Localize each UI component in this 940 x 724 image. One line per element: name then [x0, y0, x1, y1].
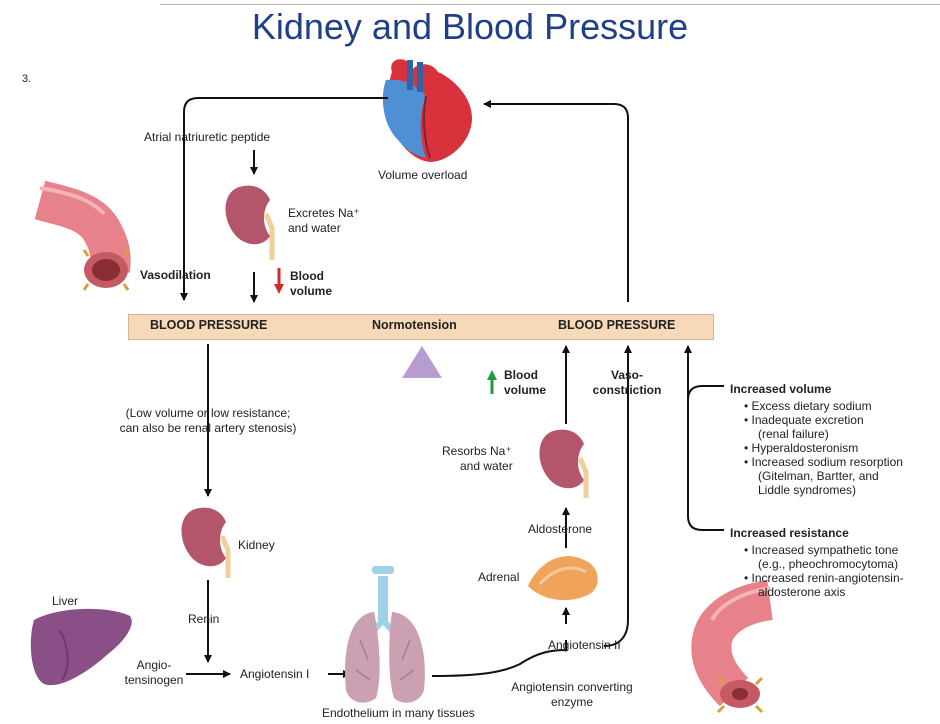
adrenal-icon	[528, 556, 598, 600]
high-bp-to-heart-arrow	[484, 104, 628, 302]
vessel-dilated-icon	[40, 188, 128, 290]
adrenal-label: Adrenal	[478, 570, 519, 585]
aldosterone-label: Aldosterone	[528, 522, 592, 537]
kidney-label: Kidney	[238, 538, 275, 553]
low-cause-line2: can also be renal artery stenosis)	[88, 421, 328, 436]
liver-icon	[31, 609, 132, 685]
excretes-line2: and water	[288, 221, 341, 236]
blood-volume-low-line1: Blood	[290, 269, 324, 284]
normotension-label: Normotension	[372, 318, 457, 332]
volume-overload-label: Volume overload	[378, 168, 467, 183]
increased_volume-item: (Gitelman, Bartter, and	[758, 469, 879, 484]
resorbs-line2: and water	[460, 459, 513, 474]
endothelium-label: Endothelium in many tissues	[322, 706, 475, 721]
increased_resistance-item: (e.g., pheochromocytoma)	[758, 557, 898, 572]
causes-bracket	[688, 386, 724, 530]
kidney-bottom-icon	[182, 508, 228, 578]
anp-vasodilation-arrow	[184, 98, 388, 300]
normotension-pointer	[402, 346, 442, 378]
ace-conversion-curve	[432, 640, 566, 676]
vessel-constricted-icon	[711, 588, 770, 712]
heart-illustration	[383, 59, 472, 162]
increased_volume-item: (renal failure)	[758, 427, 829, 442]
resorbs-line1: Resorbs Na⁺	[442, 444, 512, 459]
angiotensin2-label: Angiotensin II	[548, 638, 621, 653]
anp-label: Atrial natriuretic peptide	[144, 130, 270, 145]
increased_volume-item: • Increased sodium resorption	[744, 455, 903, 470]
blood-volume-high-line2: volume	[504, 383, 546, 398]
increased_resistance-item: aldosterone axis	[758, 585, 845, 600]
increased_volume-item: • Hyperaldosteronism	[744, 441, 858, 456]
vasodilation-label: Vasodilation	[140, 268, 211, 283]
increased_volume-item: Liddle syndromes)	[758, 483, 856, 498]
bp-low-label: BLOOD PRESSURE	[150, 318, 267, 332]
increased_resistance-item: • Increased renin-angiotensin-	[744, 571, 904, 586]
vasoconstriction-line1: Vaso-	[580, 368, 674, 383]
increased-volume-heading: Increased volume	[730, 382, 831, 397]
increased_volume-item: • Excess dietary sodium	[744, 399, 872, 414]
increased_volume-item: • Inadequate excretion	[744, 413, 864, 428]
excretes-line1: Excretes Na⁺	[288, 206, 360, 221]
kidney-top-icon	[226, 186, 272, 260]
angiotensinogen-line1: Angio-	[120, 658, 188, 673]
angiotensin1-label: Angiotensin I	[240, 667, 309, 682]
increased-resistance-heading: Increased resistance	[730, 526, 849, 541]
blood-volume-low-line2: volume	[290, 284, 332, 299]
lungs-icon	[345, 566, 425, 703]
blood-volume-high-line1: Blood	[504, 368, 538, 383]
renin-label: Renin	[188, 612, 219, 627]
liver-label: Liver	[52, 594, 78, 609]
angiotensinogen-line2: tensinogen	[120, 673, 188, 688]
kidney-right-icon	[540, 430, 586, 498]
increased_resistance-item: • Increased sympathetic tone	[744, 543, 898, 558]
ace-line2: enzyme	[480, 695, 664, 710]
low-cause-line1: (Low volume or low resistance;	[88, 406, 328, 421]
vasoconstriction-line2: constriction	[580, 383, 674, 398]
ace-line1: Angiotensin converting	[480, 680, 664, 695]
bp-high-label: BLOOD PRESSURE	[558, 318, 675, 332]
